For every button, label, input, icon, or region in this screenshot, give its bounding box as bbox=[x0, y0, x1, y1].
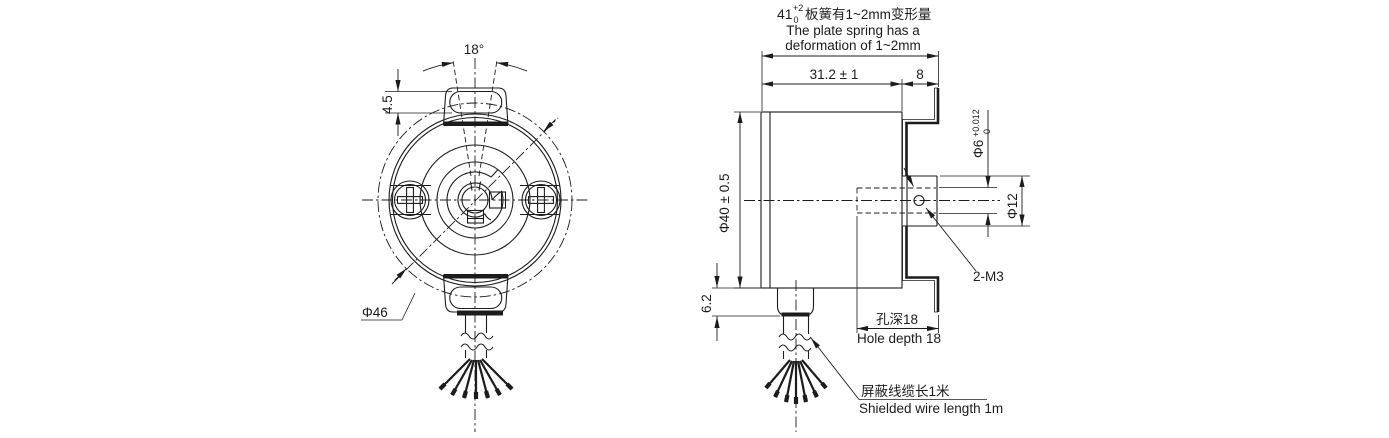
gland-height-label: 6.2 bbox=[699, 294, 714, 313]
note-dim-tol-upper: +2 bbox=[793, 3, 803, 13]
cable-note-en: Shielded wire length 1m bbox=[859, 401, 1003, 416]
slot-height-label: 4.5 bbox=[380, 95, 395, 114]
cable-note-cn: 屏蔽线缆长1米 bbox=[861, 384, 950, 399]
dim-hub-protrusion: 8 bbox=[902, 67, 939, 87]
mount-slot-top bbox=[449, 90, 503, 114]
phillips-cross-icon bbox=[527, 196, 555, 204]
set-screw-hole-bottom bbox=[466, 209, 485, 224]
spiral-hook bbox=[490, 169, 499, 178]
wire-fan bbox=[764, 359, 828, 404]
screw-right bbox=[520, 180, 561, 220]
set-screw-label: 2-M3 bbox=[973, 269, 1004, 284]
tab-base-band bbox=[443, 121, 508, 126]
note-dim-tol-lower: 0 bbox=[794, 15, 799, 25]
body-outer-circle bbox=[388, 113, 562, 287]
shaft-bore-circle bbox=[461, 186, 489, 214]
bore-tick-left bbox=[469, 181, 473, 191]
cable-break-wave bbox=[460, 332, 494, 340]
face-circle bbox=[419, 144, 531, 256]
dim-body-length: 31.2 ± 1 bbox=[762, 67, 903, 111]
cable-gland-band bbox=[457, 310, 503, 316]
angle-label: 18° bbox=[464, 42, 484, 57]
bore-tol-upper: +0.012 bbox=[971, 109, 981, 137]
callout-shielded-wire: 屏蔽线缆长1米 Shielded wire length 1m bbox=[810, 337, 1003, 416]
dim-hub-diameter: Φ12 bbox=[940, 175, 1030, 227]
body-length-label: 31.2 ± 1 bbox=[810, 67, 859, 82]
wire-fan bbox=[438, 358, 514, 399]
note-en-line2: deformation of 1~2mm bbox=[785, 38, 920, 53]
tab-base-band bbox=[443, 274, 508, 279]
dim-hole-depth: 孔深18 Hole depth 18 bbox=[856, 216, 941, 346]
cable-gland-band bbox=[781, 312, 810, 317]
mount-circle-label: Φ46 bbox=[362, 305, 388, 320]
mount-bolt-circle bbox=[377, 102, 573, 298]
dim-gland-height: 6.2 bbox=[699, 263, 780, 341]
cable-break-wave bbox=[460, 343, 494, 351]
spiral-spring-inner bbox=[457, 182, 493, 221]
hub-diameter-label: Φ12 bbox=[1005, 193, 1020, 219]
bore-tick-right bbox=[478, 181, 482, 191]
cable-break-wave bbox=[778, 333, 812, 341]
mount-tab-top bbox=[442, 87, 509, 126]
side-view: 41 +2 0 板簧有1~2mm变形量 The plate spring has… bbox=[699, 3, 1030, 432]
plate-spring-note: 41 +2 0 板簧有1~2mm变形量 The plate spring has… bbox=[761, 3, 939, 111]
note-en-line1: The plate spring has a bbox=[786, 23, 920, 38]
hub-circle bbox=[436, 161, 514, 239]
screw-left bbox=[390, 180, 431, 220]
cable-front bbox=[438, 310, 514, 399]
body-inner-ring bbox=[391, 116, 559, 284]
dim-angle-18: 18° bbox=[422, 42, 528, 177]
callout-set-screws: 2-M3 bbox=[903, 167, 1004, 284]
dim-slot-4-5: 4.5 bbox=[380, 69, 452, 136]
encoder-body bbox=[760, 111, 903, 289]
plate-spring bbox=[902, 87, 940, 313]
bore-tol-lower: 0 bbox=[982, 129, 992, 134]
mount-slot-bottom bbox=[449, 286, 503, 310]
bore-diameter-label: Φ6 bbox=[971, 140, 986, 158]
hub-protrusion-label: 8 bbox=[916, 67, 924, 82]
hole-depth-cn: 孔深18 bbox=[876, 312, 918, 327]
dim-mount-circle-46: Φ46 bbox=[361, 119, 556, 321]
cable-break-wave bbox=[778, 344, 812, 352]
dim-bore-diameter: Φ6 +0.012 0 bbox=[939, 109, 997, 237]
front-view: 18° 4.5 Φ46 bbox=[361, 42, 588, 432]
phillips-cross-icon bbox=[396, 196, 424, 204]
note-cn: 板簧有1~2mm变形量 bbox=[805, 7, 931, 22]
cable-side bbox=[764, 288, 828, 404]
set-screw-hole-side bbox=[488, 191, 507, 209]
body-diameter-label: Φ40 ± 0.5 bbox=[717, 174, 732, 233]
m3-set-screw-hole bbox=[913, 194, 925, 207]
diagonal-centerline bbox=[391, 117, 559, 285]
note-dim-value: 41 bbox=[777, 6, 793, 22]
hole-depth-en: Hole depth 18 bbox=[857, 331, 941, 346]
